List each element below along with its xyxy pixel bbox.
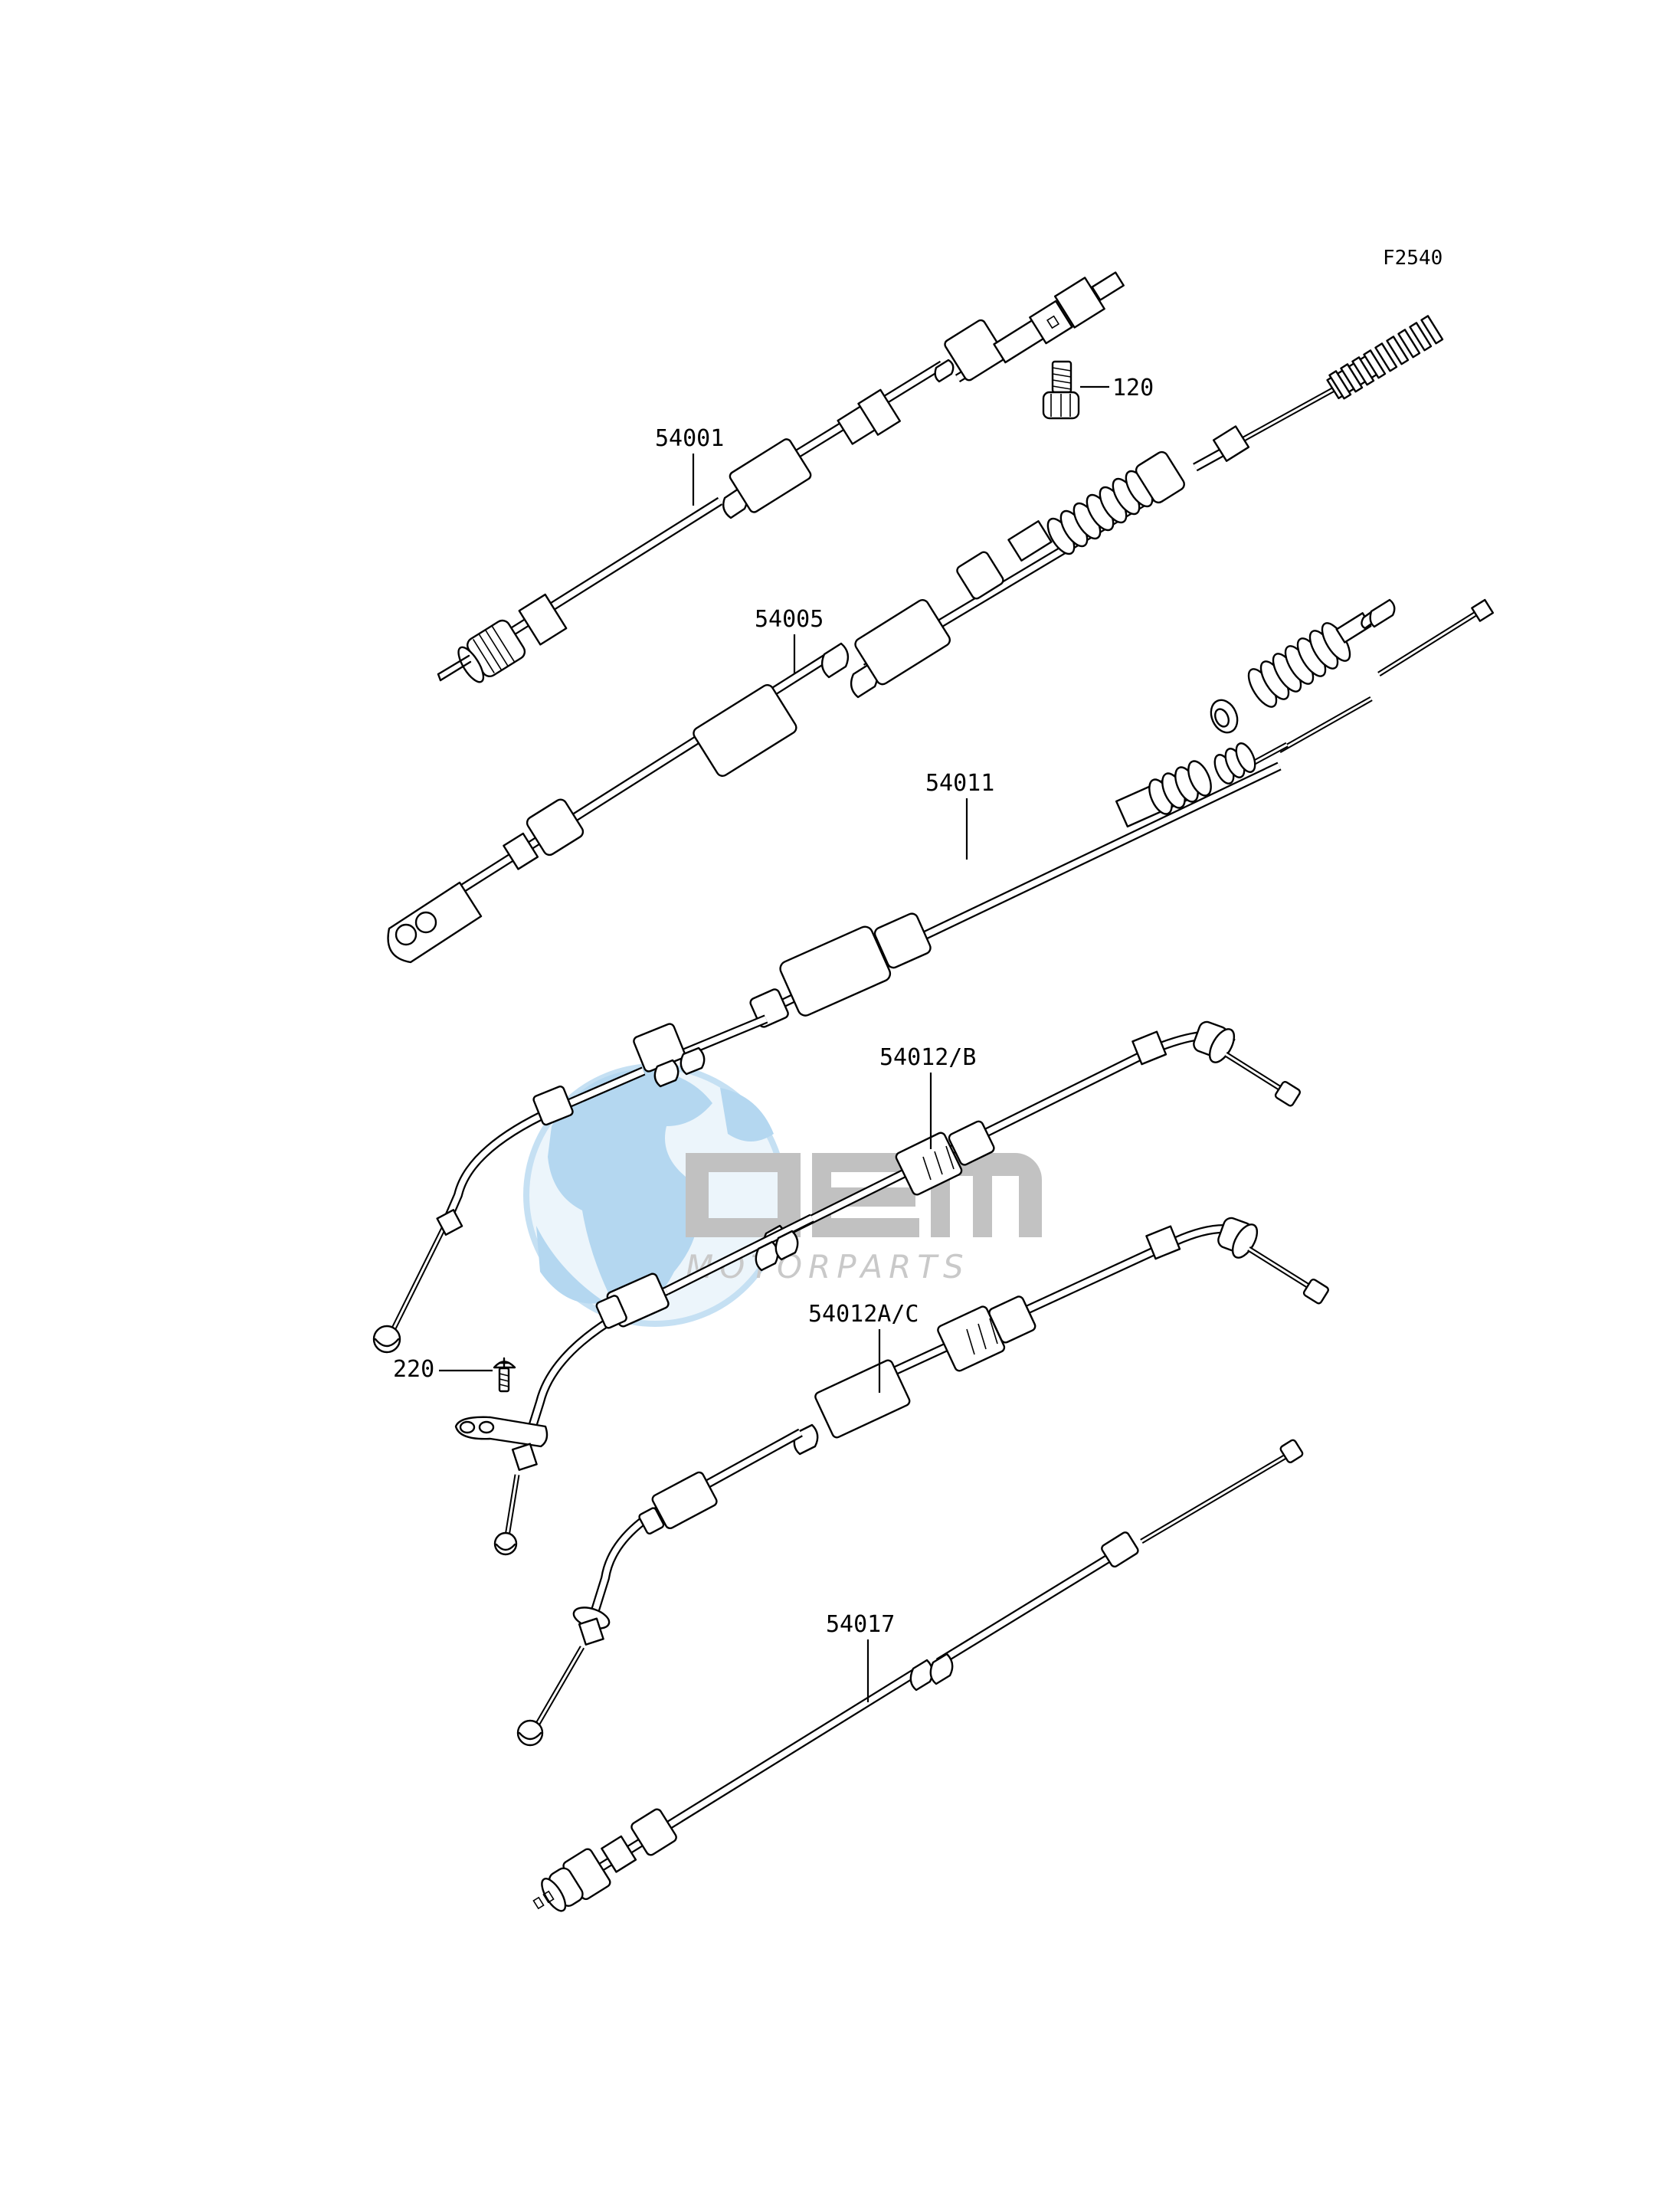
cable-54017 bbox=[532, 1439, 1304, 1912]
part-label-54011: 54011 bbox=[925, 770, 994, 797]
cable-54012-b bbox=[372, 1014, 1302, 1354]
part-label-54005: 54005 bbox=[755, 606, 824, 633]
cable-54012-a-c bbox=[454, 1213, 1330, 1747]
cable-54011 bbox=[749, 598, 1495, 1028]
part-label-54017: 54017 bbox=[826, 1611, 895, 1638]
watermark-subtitle: MOTORPARTS bbox=[686, 1248, 970, 1286]
oem-motorparts-watermark: MOTORPARTS bbox=[523, 1063, 1042, 1327]
bolt-120 bbox=[1042, 360, 1080, 420]
clevis-end bbox=[387, 798, 585, 964]
cable-54001 bbox=[437, 271, 1125, 683]
diagram-code-label: F2540 bbox=[1383, 247, 1443, 270]
mounting-bracket bbox=[454, 1416, 549, 1448]
part-label-54012-b: 54012/B bbox=[879, 1044, 976, 1071]
threaded-end bbox=[1326, 315, 1444, 400]
adjuster-nut bbox=[1148, 760, 1212, 815]
part-label-54001: 54001 bbox=[655, 425, 724, 452]
part-label-54012-a-c: 54012A/C bbox=[808, 1301, 919, 1328]
globe-logo-icon bbox=[523, 1063, 787, 1327]
screw-220 bbox=[493, 1357, 516, 1393]
part-label-120: 120 bbox=[1112, 375, 1154, 401]
boot-bellows bbox=[1046, 470, 1154, 555]
boot-bellows-54011 bbox=[1247, 622, 1351, 708]
callouts: F2540 54001 120 54005 54011 54012/B 220 … bbox=[393, 247, 1443, 1702]
cable-54005 bbox=[387, 315, 1444, 964]
part-label-220: 220 bbox=[393, 1356, 434, 1383]
cable-end-fitting bbox=[541, 1848, 611, 1912]
